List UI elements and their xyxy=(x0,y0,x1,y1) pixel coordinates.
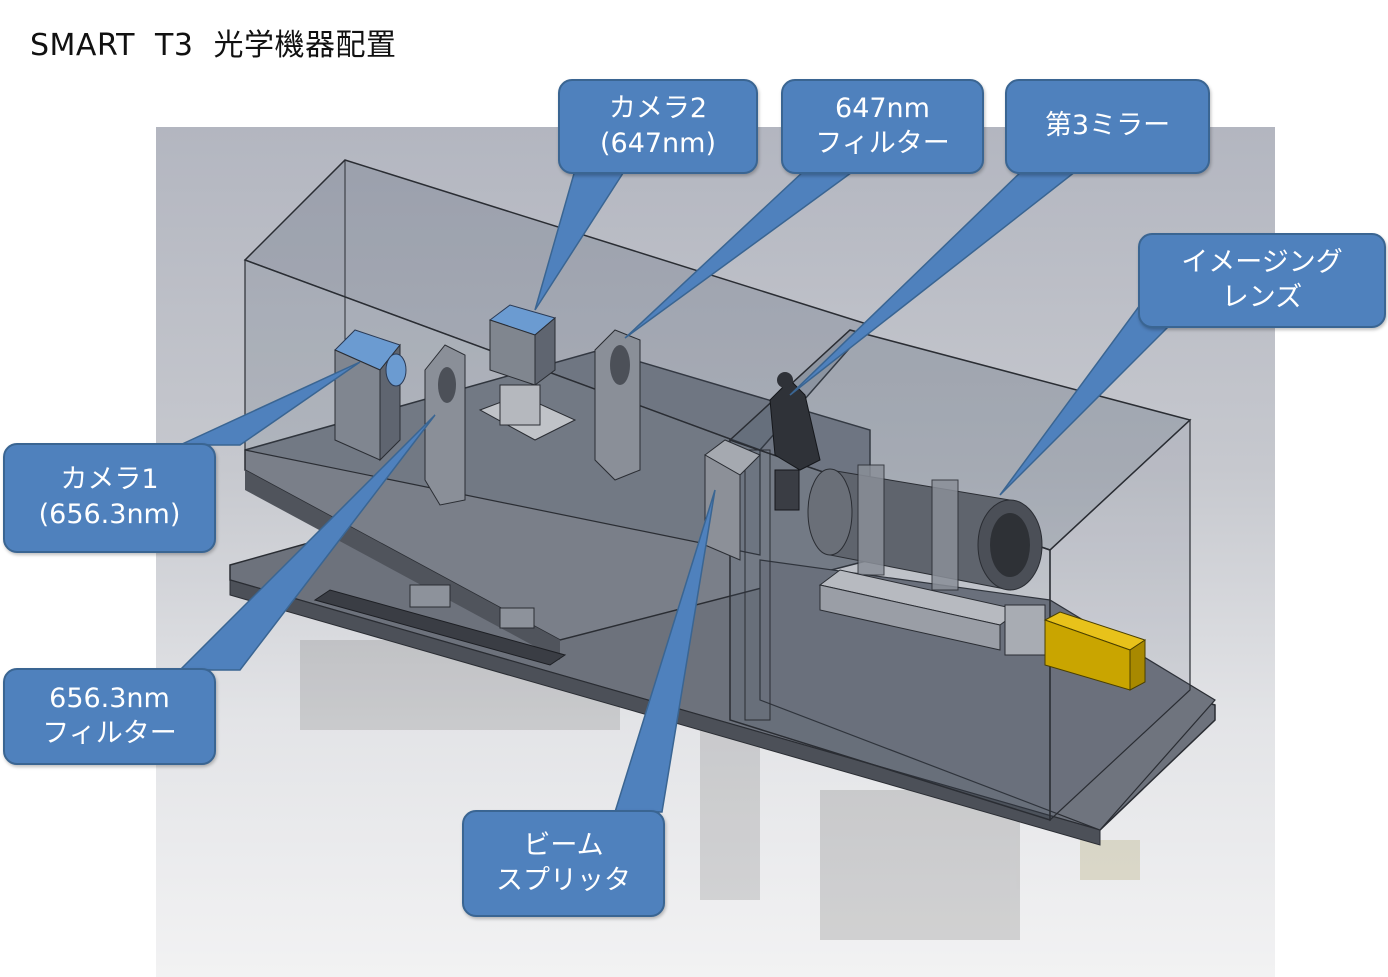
callout-filter-656-line1: 656.3nm xyxy=(49,682,170,714)
filter-mount-656 xyxy=(424,344,466,506)
lens-stage xyxy=(818,569,1046,656)
third-mirror xyxy=(769,372,821,511)
pointer-filter6563 xyxy=(178,414,436,671)
callout-filter-647-line1: 647nm xyxy=(835,92,930,124)
filter-mount-647 xyxy=(594,329,641,481)
callout-third-mirror: 第3ミラー xyxy=(1005,79,1210,174)
callout-camera-1: カメラ1 (656.3nm) xyxy=(3,443,216,553)
callout-camera-2-line1: カメラ2 xyxy=(608,92,708,124)
callout-filter-656-line2: フィルター xyxy=(42,717,177,749)
pointer-camera2 xyxy=(534,169,627,311)
pointer-camera1 xyxy=(179,361,361,446)
page-title: SMART T3 光学機器配置 xyxy=(30,28,397,63)
pointer-imaging-lens xyxy=(999,303,1172,496)
beam-splitter xyxy=(704,439,761,561)
floor-reflection xyxy=(300,640,1140,940)
motor-block xyxy=(1043,611,1147,691)
right-compartment-plate xyxy=(759,559,1216,831)
callout-filter-647: 647nm フィルター xyxy=(781,79,984,174)
rail xyxy=(313,584,567,666)
callout-beam-splitter-line1: ビーム xyxy=(523,829,604,861)
callout-imaging-lens: イメージング レンズ xyxy=(1138,233,1386,328)
imaging-lens xyxy=(807,464,1043,591)
callout-beam-splitter: ビーム スプリッタ xyxy=(462,810,665,917)
callout-camera-1-line1: カメラ1 xyxy=(60,464,159,496)
callout-third-mirror-line1: 第3ミラー xyxy=(1044,110,1171,142)
callout-camera-2-line2: (647nm) xyxy=(599,127,716,159)
callout-imaging-lens-line2: レンズ xyxy=(1221,281,1303,313)
camera-1 xyxy=(334,329,407,462)
callout-camera-1-line2: (656.3nm) xyxy=(38,499,181,530)
pointer-filter647 xyxy=(624,169,858,339)
callout-filter-647-line2: フィルター xyxy=(815,127,950,159)
pointer-mirror3 xyxy=(789,167,1083,396)
pointer-beam-splitter xyxy=(613,489,716,813)
callout-imaging-lens-line1: イメージング xyxy=(1181,246,1343,278)
callout-beam-splitter-line2: スプリッタ xyxy=(496,864,631,896)
callout-filter-656: 656.3nm フィルター xyxy=(3,668,216,765)
callout-camera-2: カメラ2 (647nm) xyxy=(558,79,758,174)
camera-2 xyxy=(478,304,577,441)
